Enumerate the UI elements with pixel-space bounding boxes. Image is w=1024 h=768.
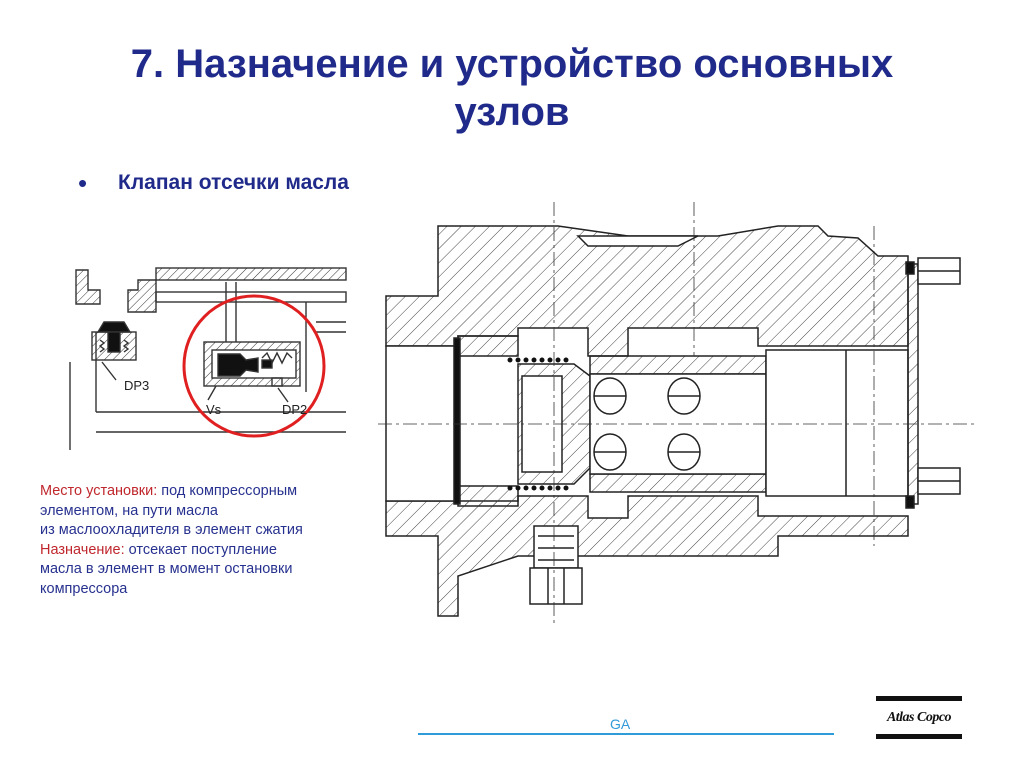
purpose-text-2: масла в элемент в момент остановки	[40, 561, 293, 577]
label-dp3: DP3	[124, 378, 149, 393]
install-text-2: элементом, на пути масла	[40, 502, 218, 519]
slide-title: 7. Назначение и устройство основных узло…	[40, 40, 984, 136]
bullet-dot: •	[78, 168, 88, 198]
install-text-1: под компрессорным	[161, 483, 298, 499]
logo-bar-bottom	[876, 734, 962, 739]
title-line-2: узлов	[454, 90, 570, 134]
logo-bar-top	[876, 696, 962, 701]
label-vs: Vs	[206, 402, 222, 417]
purpose-line-1: Назначение: отсекает поступление	[40, 541, 380, 561]
logo-text: Atlas Copco	[886, 710, 952, 725]
valve-schematic: DP3 Vs DP2	[69, 267, 347, 450]
install-text-3: из маслоохладителя в элемент сжатия	[40, 522, 303, 538]
description-block: Место установки: под компрессорным элеме…	[40, 482, 380, 599]
install-line-1: Место установки: под компрессорным	[40, 482, 380, 502]
label-dp2: DP2	[282, 402, 307, 417]
footer-line	[418, 733, 834, 735]
atlas-copco-logo: Atlas Copco	[876, 696, 962, 740]
footer-code: GA	[610, 716, 631, 732]
purpose-text-1: отсекает поступление	[128, 541, 277, 558]
purpose-label: Назначение:	[40, 541, 125, 558]
valve-cross-section	[378, 202, 978, 626]
bullet-item: • Клапан отсечки масла	[78, 170, 349, 196]
purpose-text-3: компрессора	[40, 580, 128, 597]
install-label: Место установки:	[40, 483, 158, 499]
highlight-circle	[182, 294, 326, 438]
bullet-text: Клапан отсечки масла	[118, 171, 349, 194]
title-line-1: 7. Назначение и устройство основных	[130, 42, 894, 86]
